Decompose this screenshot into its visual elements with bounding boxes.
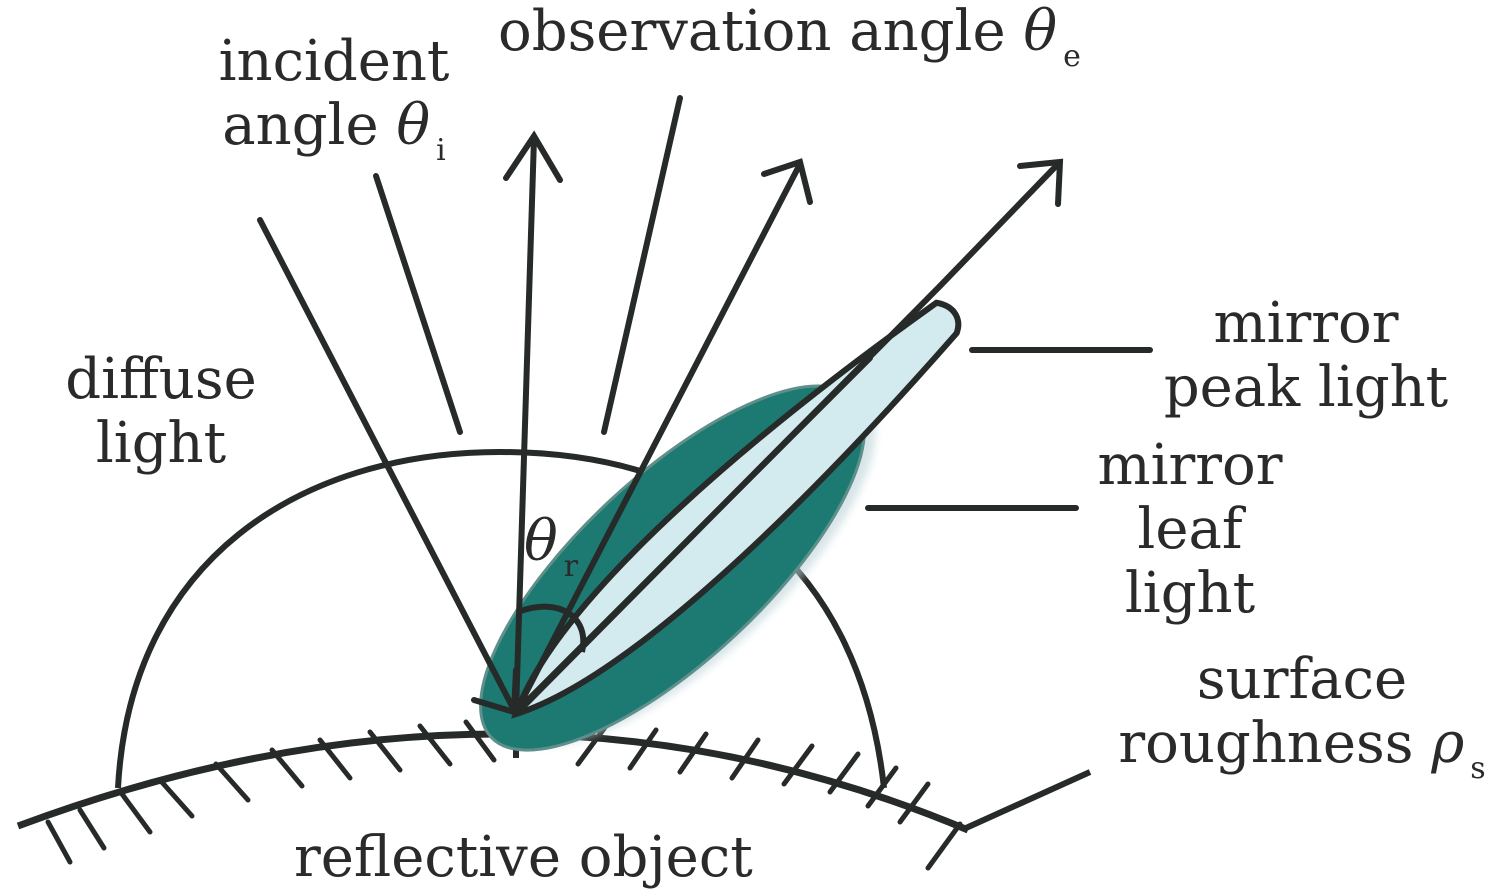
observation-arrow bbox=[513, 158, 813, 715]
mirror-peak-line1: mirror bbox=[1213, 291, 1399, 356]
incident-label-line1: incident bbox=[218, 29, 450, 94]
reflection-angle-arc bbox=[516, 603, 587, 653]
observation-theta-symbol: θ bbox=[1023, 0, 1058, 64]
mirror-leaf-line2: leaf bbox=[1137, 497, 1243, 562]
diffuse-label-line1: diffuse bbox=[65, 347, 257, 412]
diffuse-label-line2: light bbox=[95, 411, 227, 476]
roughness-subscript: s bbox=[1470, 751, 1486, 786]
roughness-line1: surface bbox=[1196, 647, 1408, 712]
normal-arrow bbox=[503, 130, 563, 715]
surface-curve bbox=[16, 730, 970, 834]
mirror-leaf-label: mirror leaf light bbox=[1090, 434, 1290, 626]
diffuse-light-label: diffuse light bbox=[56, 348, 266, 476]
roughness-rho-symbol: ρ bbox=[1431, 711, 1465, 776]
mirror-peak-label: mirror peak light bbox=[1156, 292, 1456, 420]
mirror-leaf-line1: mirror bbox=[1097, 433, 1283, 498]
mirror-leaf-line3: light bbox=[1124, 561, 1256, 626]
incident-theta-symbol: θ bbox=[396, 93, 431, 158]
diffuse-hemisphere bbox=[115, 448, 887, 789]
label-leader-lines bbox=[373, 95, 1153, 511]
observation-subscript: e bbox=[1063, 39, 1081, 74]
mirror-peak-line2: peak light bbox=[1163, 355, 1449, 420]
incident-subscript: i bbox=[436, 133, 446, 168]
reflection-theta-symbol: θ bbox=[524, 509, 558, 574]
incident-ray bbox=[257, 217, 519, 716]
peak-direction-arrow bbox=[937, 158, 1064, 289]
reflective-object-label: reflective object bbox=[294, 825, 753, 890]
reflection-subscript: r bbox=[563, 549, 579, 584]
roughness-leader bbox=[964, 769, 1092, 831]
mirror-peak-lobe bbox=[511, 299, 962, 719]
